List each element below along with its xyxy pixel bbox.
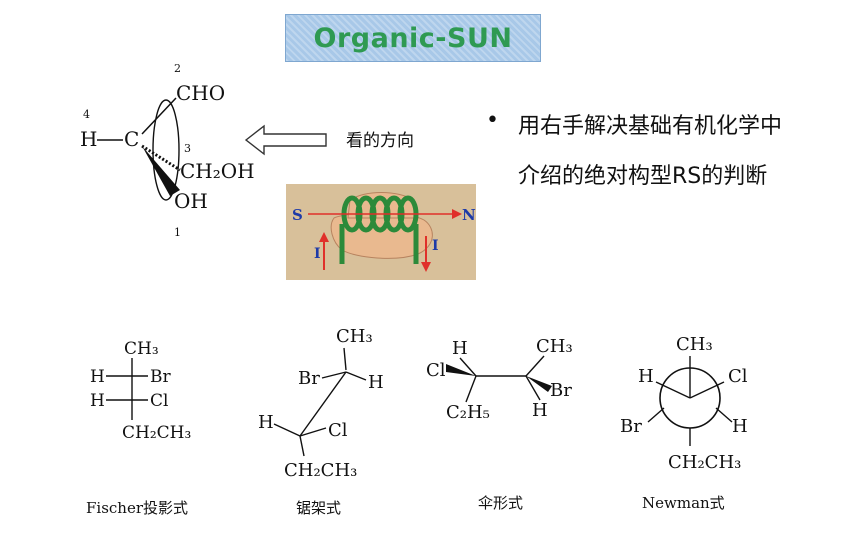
newman-cl: Cl [728,366,748,387]
wedge-br: Br [550,380,572,401]
sawhorse-h-bottom: H [258,412,274,433]
bullet-line-1: 用右手解决基础有机化学中 [518,114,783,139]
caption-fischer: Fischer投影式 [86,499,189,517]
atom-c: C [124,127,139,151]
rotation-ellipse [152,99,180,201]
pole-n: N [462,206,476,224]
fischer-h1: H [90,367,105,387]
viewing-direction-arrow [244,124,327,156]
wedge-cl: Cl [426,360,446,381]
bond-c-ch2oh-hashed [141,144,181,172]
newman-ch2ch3: CH₂CH₃ [668,452,741,473]
title-banner: Organic-SUN [285,14,541,62]
newman-ch3: CH₃ [676,334,713,355]
sawhorse-projection: CH₃ Br H H Cl CH₂CH₃ [258,326,384,481]
newman-h-right: H [732,416,748,437]
bond-c-oh-wedge [142,146,180,196]
fischer-ch3: CH₃ [124,339,159,359]
atom-number-1: 1 [174,226,181,239]
caption-newman: Newman式 [642,494,725,512]
newman-projection: CH₃ H Cl Br H CH₂CH₃ [620,334,748,473]
atom-number-4: 4 [83,108,90,121]
caption-sawhorse: 锯架式 [296,499,342,517]
bullet-line-2: 介绍的绝对构型RS的判断 [518,164,768,189]
top-molecule-diagram: 2 CHO 4 H C 3 CH₂OH OH 1 看的方向 [80,62,414,239]
caption-wedge: 伞形式 [478,494,524,512]
sawhorse-h-top: H [368,372,384,393]
wedge-formula: H Cl C₂H₅ CH₃ Br H [426,336,573,423]
page-title: Organic-SUN [313,22,513,54]
fischer-projection: CH₃ H Br H Cl CH₂CH₃ [90,339,191,443]
sawhorse-br: Br [298,368,320,389]
bond-c-cho [141,97,177,135]
fischer-ch2ch3: CH₂CH₃ [122,423,191,443]
newman-br: Br [620,416,642,437]
fischer-br: Br [150,367,171,387]
atom-number-2: 2 [174,62,181,75]
bullet-marker: • [486,108,499,133]
fischer-h2: H [90,391,105,411]
wedge-ch3: CH₃ [536,336,573,357]
wedge-h-bottom: H [532,400,548,421]
sawhorse-cl: Cl [328,420,348,441]
pole-s: S [292,206,303,224]
atom-oh: OH [174,189,208,213]
newman-h-left: H [638,366,654,387]
current-left: I [314,246,321,262]
atom-number-3: 3 [184,142,191,155]
fischer-cl: Cl [150,391,168,411]
atom-ch2oh: CH₂OH [180,159,255,183]
atom-h: H [80,127,97,151]
right-hand-rule-image: S N I I [286,184,476,280]
sawhorse-ch3: CH₃ [336,326,373,347]
current-right: I [432,238,439,254]
atom-cho: CHO [176,81,225,105]
sawhorse-ch2ch3: CH₂CH₃ [284,460,357,481]
wedge-c2h5: C₂H₅ [446,402,490,423]
projection-formulas: CH₃ H Br H Cl CH₂CH₃ CH₃ Br H H Cl CH₂CH… [90,326,748,481]
direction-label: 看的方向 [346,131,414,151]
wedge-h-top: H [452,338,468,359]
